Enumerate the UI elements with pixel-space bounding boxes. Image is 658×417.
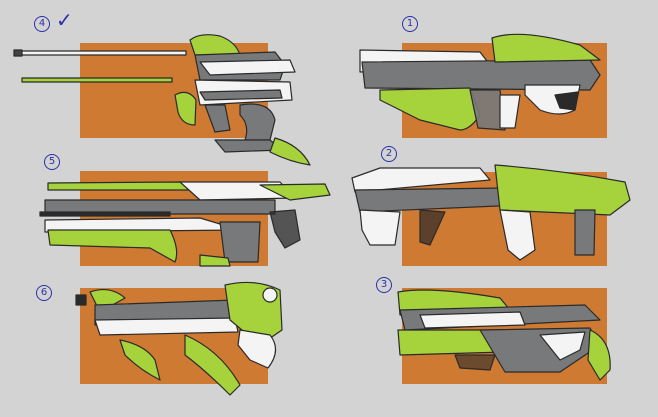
weapon-design-5 [39, 181, 331, 267]
design-label-2: 2 [381, 142, 397, 162]
design-label-4: 4 [34, 12, 50, 32]
design-label-1: 1 [402, 12, 418, 32]
weapon-design-2 [351, 164, 631, 261]
approved-check-icon: ✓ [56, 8, 73, 32]
weapon-design-1 [359, 33, 601, 131]
design-label-6: 6 [36, 281, 52, 301]
weapon-design-4 [13, 34, 311, 166]
design-label-5: 5 [44, 150, 60, 170]
design-label-3: 3 [376, 273, 392, 293]
weapon-design-3 [397, 289, 611, 381]
weapon-design-6 [75, 281, 283, 396]
